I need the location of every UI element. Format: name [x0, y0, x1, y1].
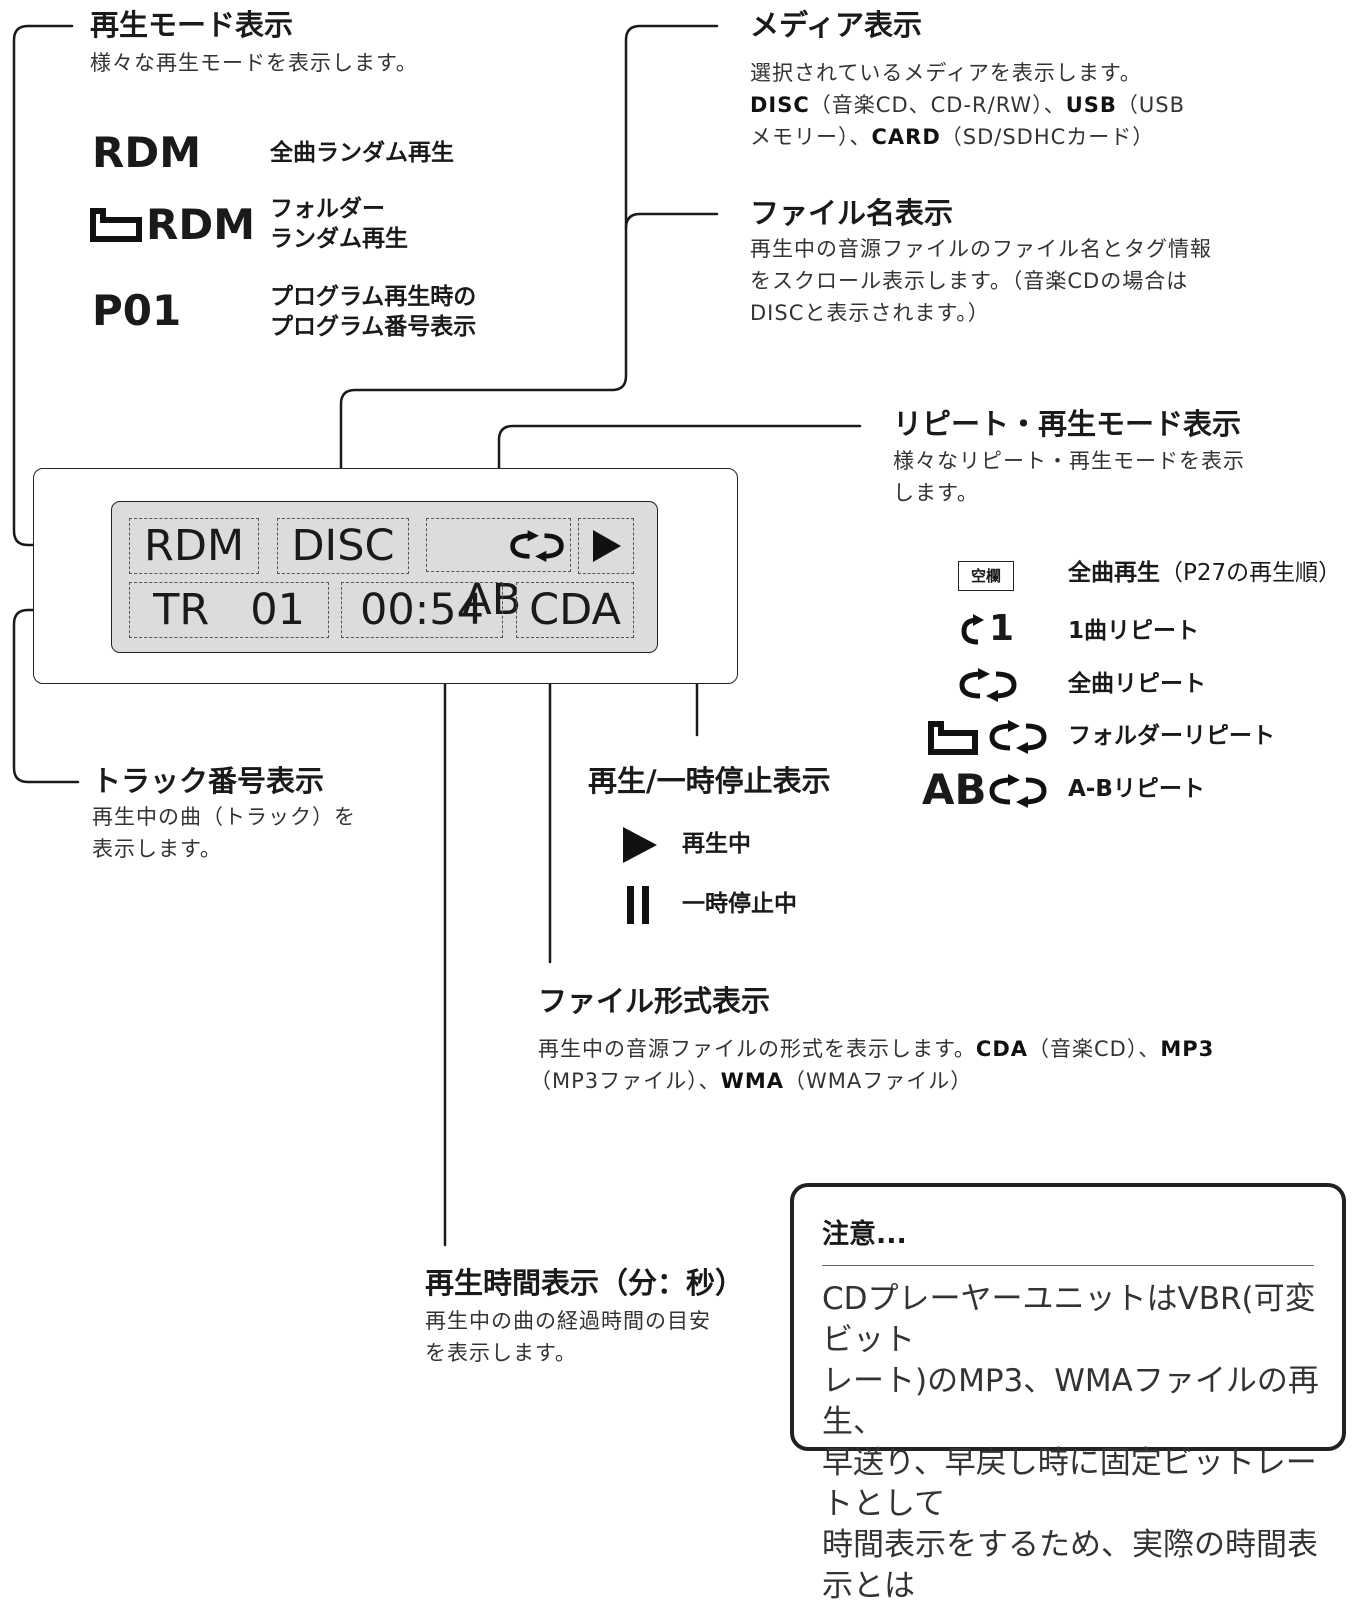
ab-symbol: AB [922, 765, 987, 814]
note-body: CDプレーヤーユニットはVBR(可変ビット レート)のMP3、WMAファイルの再… [822, 1279, 1324, 1607]
folder-rdm-label-1: フォルダー [270, 196, 385, 222]
lcd-ab-text: AB [462, 575, 522, 625]
filename-line-2: をスクロール表示します。（音楽CDの場合は [750, 269, 1189, 293]
note-line: 時間表示をするため、実際の時間表示とは [822, 1527, 1318, 1604]
lcd-disc-segment: DISC [277, 518, 409, 574]
repeat-title: リピート・再生モード表示 [893, 407, 1242, 441]
media-line-2: DISC（音楽CD、CD-R/RW）、USB（USB [750, 93, 1185, 117]
program-code: P01 [92, 286, 182, 335]
filename-line-1: 再生中の音源ファイルのファイル名とタグ情報 [750, 237, 1212, 261]
filetype-title: ファイル形式表示 [538, 984, 771, 1018]
filename-title: ファイル名表示 [750, 196, 954, 230]
repeat-item-one: 1曲リピート [1068, 618, 1200, 644]
ab-repeat-icon [989, 774, 1047, 808]
note-line: 早送り、早戻し時に固定ビットレートとして [822, 1445, 1317, 1522]
paused-label: 一時停止中 [682, 891, 797, 917]
lcd-repeat-icon [510, 530, 564, 562]
repeat-line-1: 様々なリピート・再生モードを表示 [893, 449, 1245, 473]
repeat-item-all: 全曲リピート [1068, 671, 1206, 697]
folder-icon [90, 208, 142, 242]
repeat-item-ab: A-Bリピート [1068, 776, 1205, 802]
media-line-3: メモリー）、CARD（SD/SDHCカード） [750, 125, 1155, 149]
time-line-1: 再生中の曲の経過時間の目安 [425, 1309, 711, 1333]
lcd-filetype-segment: CDA [516, 582, 634, 638]
lcd-panel [111, 501, 658, 653]
filetype-line-1: 再生中の音源ファイルの形式を表示します。CDA（音楽CD）、MP3 [538, 1037, 1215, 1061]
repeat-one-symbol: 1 [989, 608, 1015, 649]
time-title: 再生時間表示（分：秒） [425, 1266, 745, 1300]
lcd-time-segment: 00:54 [341, 582, 503, 638]
blank-badge: 空欄 [958, 561, 1014, 591]
lcd-play-icon [593, 530, 621, 562]
play-icon [623, 827, 657, 863]
track-title: トラック番号表示 [92, 764, 325, 798]
note-divider [822, 1265, 1314, 1266]
folder-rdm-code: RDM [146, 200, 255, 249]
note-title: 注意... [822, 1219, 907, 1250]
rdm-label: 全曲ランダム再生 [270, 140, 454, 166]
playpause-title: 再生/一時停止表示 [588, 764, 831, 798]
note-box: 注意... CDプレーヤーユニットはVBR(可変ビット レート)のMP3、WMA… [790, 1183, 1346, 1604]
lcd-repeat-segment: AB [426, 518, 571, 625]
play-mode-title: 再生モード表示 [90, 8, 294, 42]
folder-rdm-label-2: ランダム再生 [270, 226, 408, 252]
lcd-track-segment: TR 01 [129, 582, 329, 638]
playing-label: 再生中 [682, 831, 751, 857]
repeat-one-icon [961, 614, 984, 645]
repeat-item-folder: フォルダーリピート [1068, 723, 1275, 749]
lcd-rdm-segment: RDM [129, 518, 259, 574]
note-line: レート)のMP3、WMAファイルの再生、 [822, 1363, 1319, 1440]
track-line-1: 再生中の曲（トラック）を [92, 805, 356, 829]
repeat-line-2: します。 [893, 481, 979, 505]
filename-line-3: DISCと表示されます。） [750, 301, 990, 325]
play-mode-desc: 様々な再生モードを表示します。 [90, 51, 418, 75]
rdm-code: RDM [92, 128, 201, 177]
note-line: CDプレーヤーユニットはVBR(可変ビット [822, 1281, 1316, 1358]
program-label-1: プログラム再生時の [270, 284, 477, 310]
repeat-item-all-play: 全曲再生（P27の再生順） [1068, 560, 1342, 586]
lcd-play-segment [578, 518, 634, 574]
media-title: メディア表示 [750, 8, 922, 42]
pause-icon [627, 886, 649, 924]
repeat-all-icon [959, 668, 1017, 702]
filetype-line-2: （MP3ファイル）、WMA（WMAファイル） [530, 1069, 973, 1093]
folder-repeat-icon [989, 720, 1047, 754]
media-line-1: 選択されているメディアを表示します。 [750, 61, 1142, 85]
time-line-2: を表示します。 [425, 1341, 577, 1365]
folder-icon [928, 721, 978, 755]
program-label-2: プログラム番号表示 [270, 314, 477, 340]
track-line-2: 表示します。 [92, 837, 222, 861]
